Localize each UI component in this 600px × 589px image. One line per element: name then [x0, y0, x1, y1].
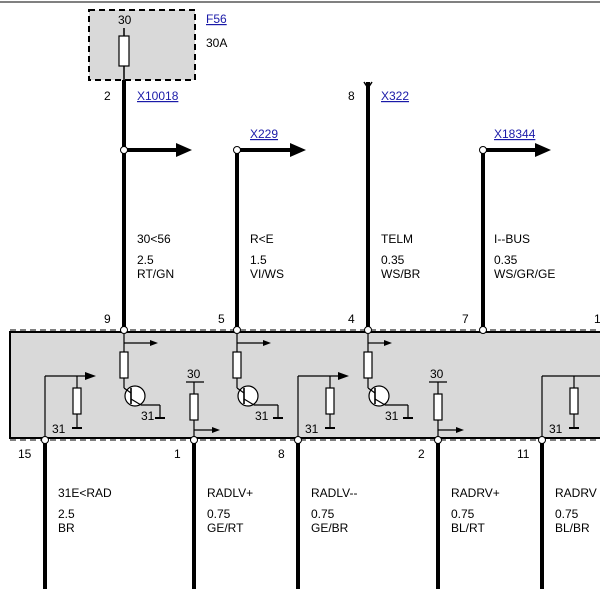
circuit-transistor-1 — [119, 334, 165, 419]
svg-text:0.75: 0.75 — [207, 507, 231, 521]
pin-circle — [120, 326, 128, 334]
connector-x322-link[interactable]: X322 — [381, 89, 409, 103]
svg-text:0.75: 0.75 — [555, 507, 579, 521]
circuit-transistor-3 — [363, 334, 413, 419]
circuit-transistor-2 — [232, 334, 283, 419]
ground-label: 31 — [141, 409, 155, 423]
svg-text:2.5: 2.5 — [137, 253, 154, 267]
svg-text:0.75: 0.75 — [451, 507, 475, 521]
svg-text:BL/RT: BL/RT — [451, 521, 485, 535]
svg-text:0.35: 0.35 — [494, 253, 518, 267]
circuit-ground-resistor-1 — [44, 372, 96, 440]
svg-text:BL/BR: BL/BR — [555, 521, 590, 535]
pin-9: 9 — [104, 312, 111, 326]
pin-1-top: 1 — [594, 312, 600, 326]
fuse-name-link[interactable]: F56 — [206, 12, 227, 26]
svg-text:GE/RT: GE/RT — [207, 521, 244, 535]
ground-label: 31 — [305, 422, 319, 436]
pin-7: 7 — [462, 312, 469, 326]
svg-text:RT/GN: RT/GN — [137, 267, 174, 281]
fuse-f56[interactable]: 30 — [88, 9, 196, 81]
svg-text:30<56: 30<56 — [137, 232, 171, 246]
x322-pin: 8 — [348, 89, 355, 103]
connector-pin-icon — [363, 81, 373, 90]
svg-text:BR: BR — [58, 521, 75, 535]
wire-label-radrv-plus: RADRV+ 0.75 BL/RT — [451, 486, 500, 535]
pin-4: 4 — [348, 312, 355, 326]
svg-text:R<E: R<E — [250, 232, 274, 246]
svg-text:31E<RAD: 31E<RAD — [58, 486, 112, 500]
fuse-rating: 30A — [206, 36, 227, 50]
supply-label: 30 — [187, 367, 201, 381]
circuit-supply-resistor-2 — [186, 381, 220, 440]
svg-text:RADRV+: RADRV+ — [451, 486, 500, 500]
svg-text:0.35: 0.35 — [381, 253, 405, 267]
connector-x229-link[interactable]: X229 — [250, 127, 278, 141]
circuit-ground-resistor-5 — [541, 375, 600, 440]
wire-label-radlv-minus: RADLV-- 0.75 GE/BR — [311, 486, 357, 535]
connector-x10018-link[interactable]: X10018 — [137, 89, 179, 103]
wire-label-telm: TELM 0.35 WS/BR — [381, 232, 421, 281]
ground-label: 31 — [385, 409, 399, 423]
wire-r-e — [233, 143, 306, 332]
ground-label: 31 — [255, 409, 269, 423]
svg-text:1.5: 1.5 — [250, 253, 267, 267]
pin-15: 15 — [18, 447, 32, 461]
arrow-right-icon — [535, 143, 551, 157]
svg-text:2.5: 2.5 — [58, 507, 75, 521]
svg-text:0.75: 0.75 — [311, 507, 335, 521]
fuse-out-pin: 2 — [104, 89, 111, 103]
fuse-pin: 30 — [118, 13, 132, 27]
svg-text:GE/BR: GE/BR — [311, 521, 349, 535]
wire-label-radrv: RADRV 0.75 BL/BR — [555, 486, 597, 535]
svg-text:RADLV+: RADLV+ — [207, 486, 253, 500]
fuse-element-icon — [118, 35, 130, 67]
svg-text:RADRV: RADRV — [555, 486, 597, 500]
ground-label: 31 — [549, 422, 563, 436]
wire-label-30-56: 30<56 2.5 RT/GN — [137, 232, 174, 281]
pin-11: 11 — [517, 447, 530, 461]
wire-30-56 — [120, 80, 192, 332]
wire-label-31e-rad: 31E<RAD 2.5 BR — [58, 486, 112, 535]
arrow-right-icon — [176, 143, 192, 157]
bottom-pin-circles — [41, 436, 546, 444]
pin-8: 8 — [278, 447, 285, 461]
radio-module[interactable] — [9, 329, 600, 441]
svg-text:VI/WS: VI/WS — [250, 267, 284, 281]
pin-circle — [479, 326, 487, 334]
pin-1: 1 — [174, 447, 181, 461]
svg-text:I--BUS: I--BUS — [494, 232, 530, 246]
svg-text:RADLV--: RADLV-- — [311, 486, 357, 500]
svg-text:WS/GR/GE: WS/GR/GE — [494, 267, 555, 281]
ground-label: 31 — [52, 422, 66, 436]
wire-label-ibus: I--BUS 0.35 WS/GR/GE — [494, 232, 555, 281]
supply-label: 30 — [430, 367, 444, 381]
svg-text:WS/BR: WS/BR — [381, 267, 421, 281]
arrow-right-icon — [290, 143, 306, 157]
svg-text:TELM: TELM — [381, 232, 413, 246]
wire-label-radlv-plus: RADLV+ 0.75 GE/RT — [207, 486, 253, 535]
wire-telm — [363, 81, 373, 332]
pin-circle — [233, 326, 241, 334]
pin-5: 5 — [218, 312, 225, 326]
circuit-supply-resistor-4 — [429, 381, 464, 440]
connector-x18344-link[interactable]: X18344 — [494, 127, 536, 141]
wire-label-r-e: R<E 1.5 VI/WS — [250, 232, 284, 281]
wire-ibus — [479, 143, 551, 332]
bottom-wires — [43, 440, 544, 589]
pin-circle — [364, 326, 372, 334]
circuit-ground-resistor-3 — [297, 372, 349, 440]
pin-2: 2 — [418, 447, 425, 461]
